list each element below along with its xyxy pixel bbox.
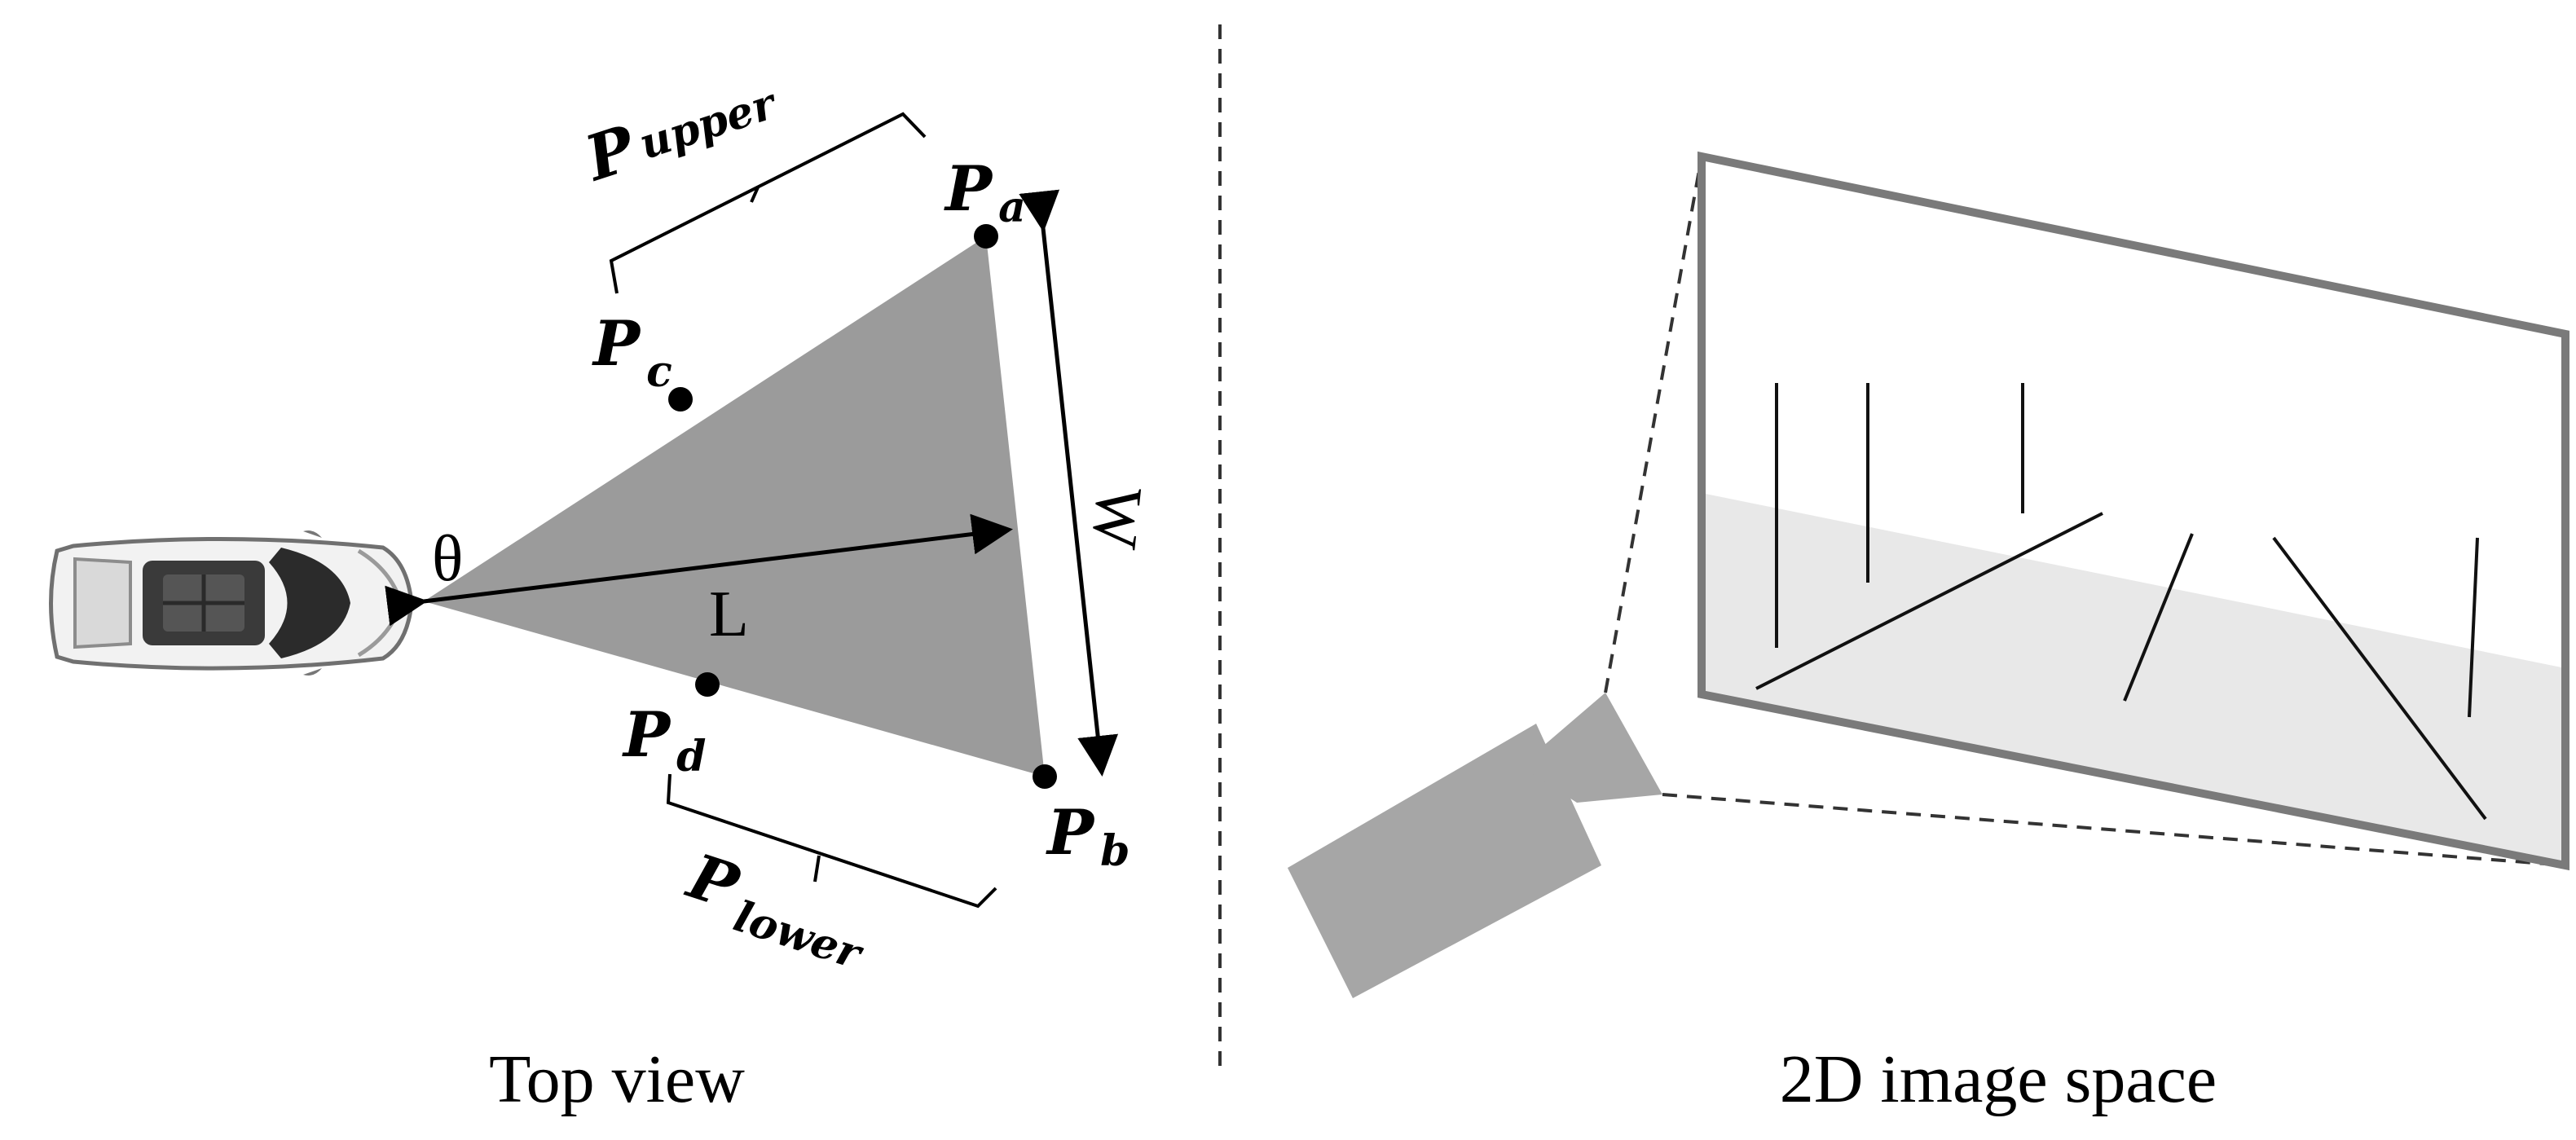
image-space-panel: 2D image space (1288, 151, 2569, 1117)
length-arrow (385, 513, 1013, 627)
image-line-segments (1755, 383, 2487, 821)
image-frame (1698, 151, 2569, 871)
theta-label: θ (432, 523, 463, 595)
upper-bracket (609, 112, 927, 294)
length-label: L (709, 579, 749, 650)
point-b (1033, 764, 1057, 789)
projection-line-lower (1662, 793, 2566, 867)
p-lower-label: Plower (674, 839, 881, 980)
width-arrow (1019, 189, 1119, 777)
lower-bracket (666, 773, 997, 909)
top-view-caption: Top view (489, 1041, 745, 1117)
point-a (974, 224, 998, 249)
width-label: W (1077, 483, 1155, 552)
car-icon (49, 530, 414, 676)
projection-line-upper (1604, 156, 1703, 693)
fov-region (424, 236, 1045, 777)
p-upper-label: Pupper (575, 65, 786, 196)
image-space-caption: 2D image space (1780, 1041, 2217, 1117)
camera-icon (1288, 693, 1662, 998)
point-d (695, 672, 720, 697)
point-c (668, 387, 693, 412)
